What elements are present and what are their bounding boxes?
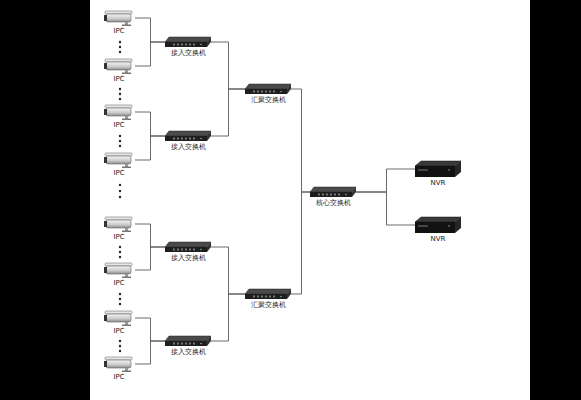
node-label: IPC [103,169,135,178]
network-link [291,89,310,192]
network-link [211,247,245,294]
node-label: IPC [103,279,135,288]
network-switch: 接入交换机 [165,335,211,357]
network-switch: 核心交换机 [310,186,356,208]
ipc-camera: IPC [103,58,135,84]
network-switch: 汇聚交换机 [245,288,291,310]
ipc-camera: IPC [103,216,135,242]
network-link [135,136,165,160]
network-switch-icon [165,130,211,142]
node-label: 核心交换机 [310,199,356,208]
network-switch-icon [165,335,211,347]
node-label: NVR [415,235,461,244]
network-switch: 汇聚交换机 [245,83,291,105]
white-panel [90,0,530,400]
ipc-camera-icon [103,262,135,278]
node-label: 接入交换机 [165,348,211,357]
ipc-camera-icon [103,356,135,372]
network-link [211,42,245,89]
ipc-camera-icon [103,104,135,120]
node-label: 汇聚交换机 [245,301,291,310]
ipc-camera: IPC [103,104,135,130]
nvr-recorder: NVR [415,216,461,244]
network-link [211,89,245,136]
ipc-camera: IPC [103,152,135,178]
node-label: IPC [103,373,135,382]
nvr-recorder-icon [415,216,461,234]
node-label: IPC [103,327,135,336]
ipc-camera: IPC [103,10,135,36]
ipc-camera-icon [103,152,135,168]
network-link [135,341,165,364]
nvr-recorder: NVR [415,160,461,188]
network-switch-icon [165,241,211,253]
ipc-camera-icon [103,58,135,74]
network-link [356,192,415,225]
network-switch-icon [245,288,291,300]
nvr-recorder-icon [415,160,461,178]
node-label: IPC [103,27,135,36]
network-switch: 接入交换机 [165,130,211,152]
network-switch-icon [310,186,356,198]
node-label: IPC [103,233,135,242]
network-link [291,192,310,294]
network-link [135,18,165,42]
node-label: NVR [415,179,461,188]
network-link [135,247,165,270]
network-link [356,169,415,192]
ipc-camera: IPC [103,262,135,288]
network-switch: 接入交换机 [165,36,211,58]
node-label: 汇聚交换机 [245,96,291,105]
network-switch-icon [245,83,291,95]
network-link [211,294,245,341]
network-switch-icon [165,36,211,48]
network-switch: 接入交换机 [165,241,211,263]
node-label: IPC [103,121,135,130]
node-label: IPC [103,75,135,84]
network-link [135,318,165,341]
node-label: 接入交换机 [165,49,211,58]
ipc-camera-icon [103,216,135,232]
network-link [135,224,165,247]
ipc-camera-icon [103,310,135,326]
ipc-camera: IPC [103,310,135,336]
ipc-camera: IPC [103,356,135,382]
node-label: 接入交换机 [165,143,211,152]
network-link [135,112,165,136]
ipc-camera-icon [103,10,135,26]
network-link [135,42,165,66]
node-label: 接入交换机 [165,254,211,263]
